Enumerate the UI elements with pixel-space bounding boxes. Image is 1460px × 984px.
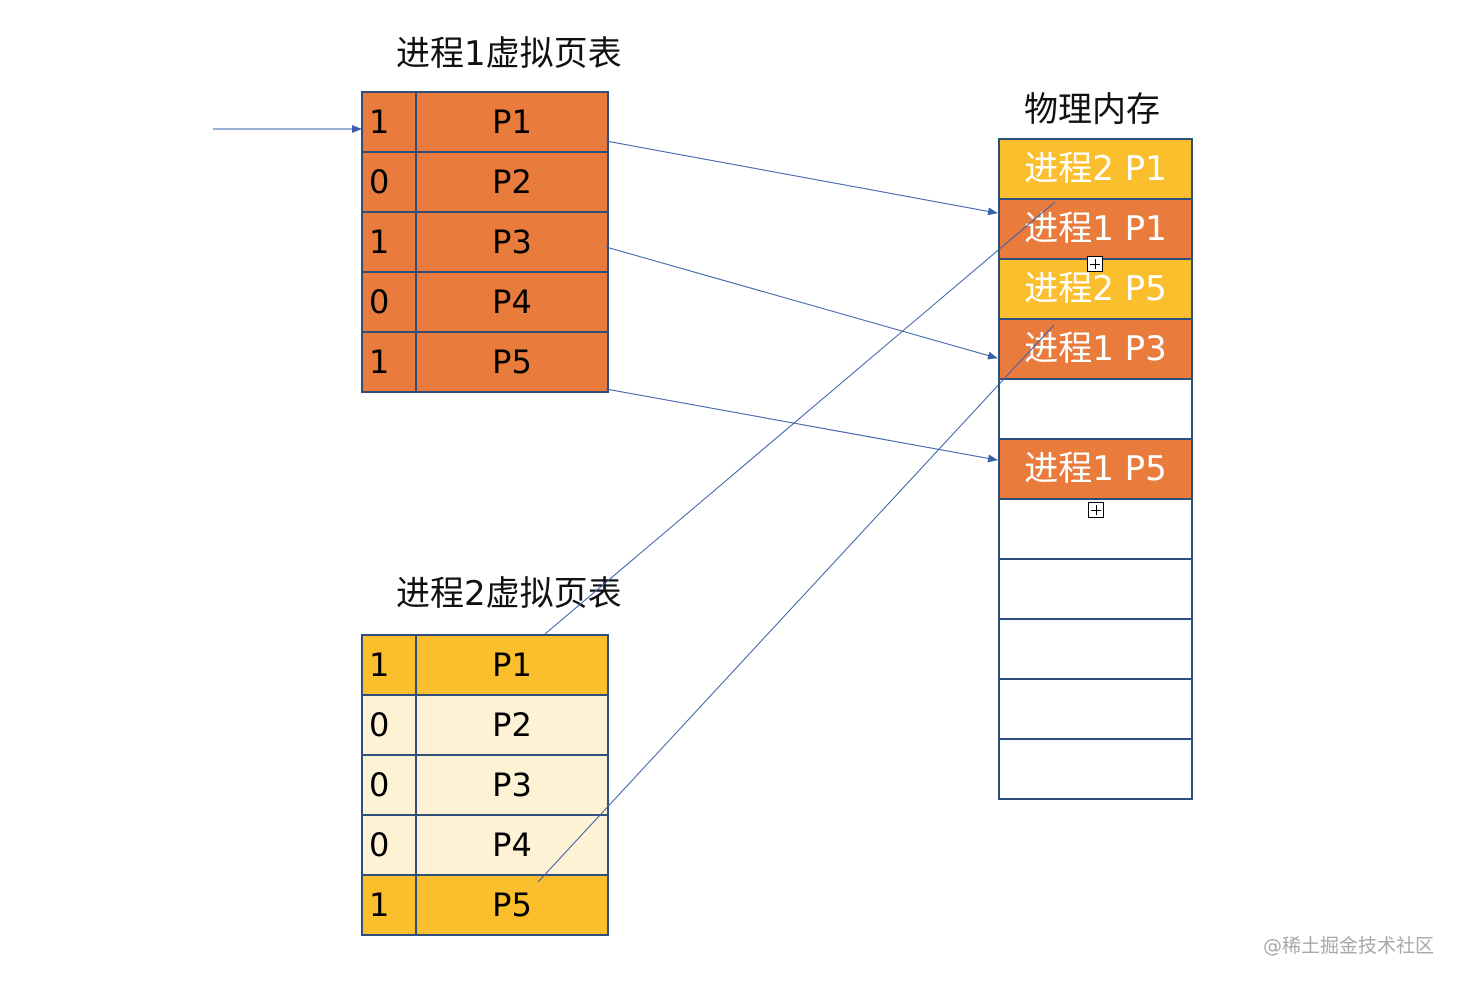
resize-handle-icon[interactable] (1087, 256, 1103, 272)
process1-row-p2: 0 P2 (361, 151, 609, 213)
mapping-arrow-p1-p5 (605, 388, 998, 463)
valid-bit: 1 (361, 91, 417, 153)
process2-row-p3: 0 P3 (361, 754, 609, 816)
valid-bit: 0 (361, 271, 417, 333)
process2-row-p5: 1 P5 (361, 874, 609, 936)
page-label: P2 (415, 694, 609, 756)
process2-row-p2: 0 P2 (361, 694, 609, 756)
memory-frame-6: 进程1 P5 (998, 438, 1193, 500)
process2-table-title: 进程2虚拟页表 (396, 574, 622, 614)
page-label: P5 (415, 331, 609, 393)
valid-bit: 1 (361, 331, 417, 393)
page-label: P3 (415, 211, 609, 273)
process1-row-p3: 1 P3 (361, 211, 609, 273)
process1-row-p1: 1 P1 (361, 91, 609, 153)
process1-row-p4: 0 P4 (361, 271, 609, 333)
page-label: P3 (415, 754, 609, 816)
mapping-arrow-p2-p1 (544, 201, 1056, 635)
page-label: P4 (415, 814, 609, 876)
physical-memory: 进程2 P1 进程1 P1 进程2 P5 进程1 P3 进程1 P5 (998, 138, 1193, 800)
mapping-arrow-p1-p3 (605, 246, 998, 360)
valid-bit: 1 (361, 211, 417, 273)
valid-bit: 0 (361, 151, 417, 213)
process1-page-table: 1 P1 0 P2 1 P3 0 P4 1 P5 (361, 91, 609, 393)
valid-bit: 1 (361, 634, 417, 696)
valid-bit: 0 (361, 754, 417, 816)
mapping-arrow-p2-p5 (537, 324, 1055, 883)
process2-row-p4: 0 P4 (361, 814, 609, 876)
process2-page-table: 1 P1 0 P2 0 P3 0 P4 1 P5 (361, 634, 609, 936)
page-label: P2 (415, 151, 609, 213)
memory-frame-4: 进程1 P3 (998, 318, 1193, 380)
page-label: P1 (415, 634, 609, 696)
process1-table-title: 进程1虚拟页表 (396, 34, 622, 74)
valid-bit: 0 (361, 814, 417, 876)
physical-memory-title: 物理内存 (1024, 90, 1160, 130)
process2-row-p1: 1 P1 (361, 634, 609, 696)
resize-handle-icon[interactable] (1088, 502, 1104, 518)
mapping-arrow-p1-p1 (605, 140, 998, 216)
valid-bit: 1 (361, 874, 417, 936)
memory-frame-8 (998, 558, 1193, 620)
page-label: P4 (415, 271, 609, 333)
memory-frame-11 (998, 738, 1193, 800)
page-label: P5 (415, 874, 609, 936)
page-label: P1 (415, 91, 609, 153)
watermark: @稀土掘金技术社区 (1262, 935, 1434, 957)
process1-row-p5: 1 P5 (361, 331, 609, 393)
valid-bit: 0 (361, 694, 417, 756)
